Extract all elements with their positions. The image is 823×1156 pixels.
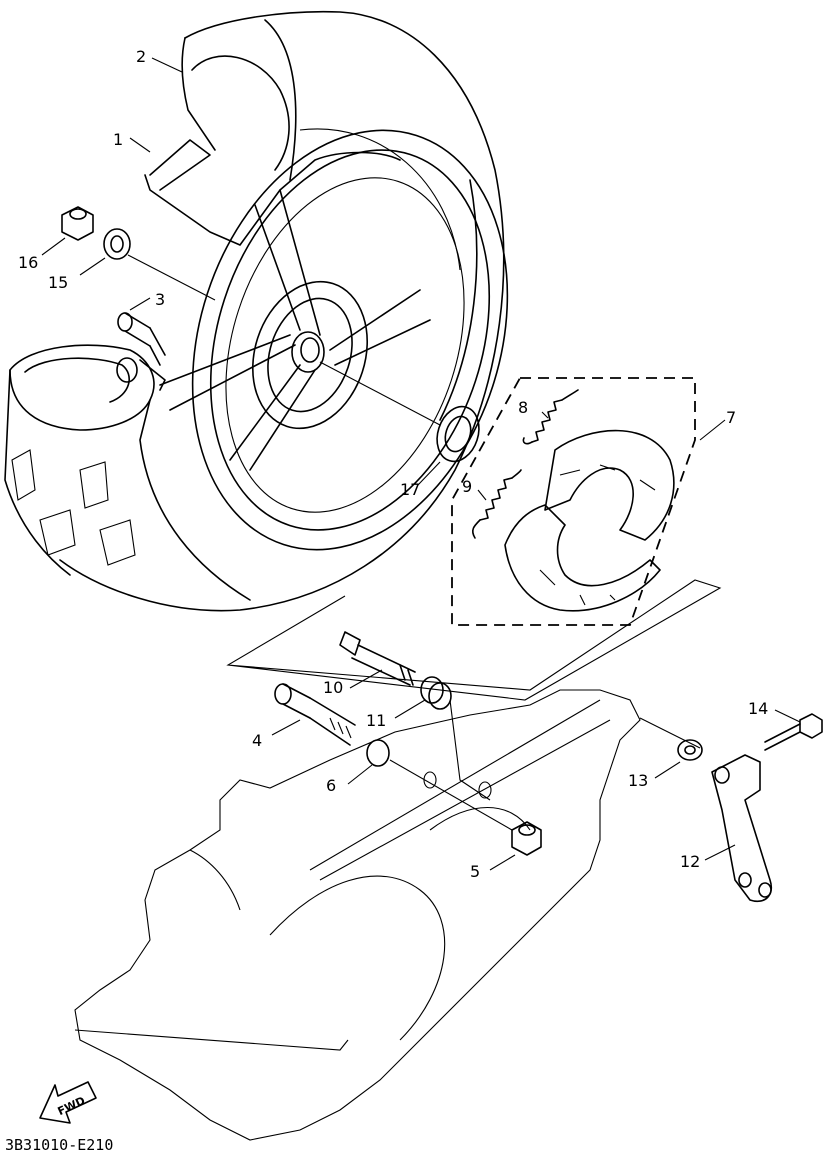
leader-lines [41,57,801,871]
part-13-washer [677,739,703,761]
callout-12: 12 [680,852,700,871]
brake-shoe-kit-box [451,377,696,626]
callout-4: 4 [252,731,262,750]
diagram-code: 3B31010-E210 [5,1136,113,1154]
rear-wheel-rim [144,129,509,551]
callout-9: 9 [462,477,472,496]
callout-16: 16 [18,253,38,272]
part-17-seal [436,405,480,463]
callout-6: 6 [326,776,336,795]
arm-guide-line [639,717,701,749]
callout-11: 11 [366,711,386,730]
callout-1: 1 [113,130,123,149]
callout-3: 3 [155,290,165,309]
part-11-o-ring [420,676,452,710]
callout-17: 17 [400,480,420,499]
brake-drum-hub [4,344,251,601]
part-4-shaft [274,683,356,746]
fwd-arrow-icon: FWD [39,1081,97,1124]
part-15-washer [103,228,131,260]
callout-15: 15 [48,273,68,292]
callout-5: 5 [470,862,480,881]
shaft-guide-line [389,759,513,831]
callout-2: 2 [136,47,146,66]
fwd-label: FWD [56,1094,88,1118]
part-9-spring [472,469,522,539]
callout-13: 13 [628,771,648,790]
callout-8: 8 [518,398,528,417]
part-12-brake-arm [711,754,772,902]
callout-10: 10 [323,678,343,697]
axle-guide-line [319,361,441,426]
part-5-nut [511,821,542,856]
part-8-spring [522,389,579,445]
part-14-bolt [764,713,823,751]
callout-7: 7 [726,408,736,427]
rear-tire [59,10,505,612]
camshaft-group-outline [226,579,722,701]
axle-guide-line-upper [127,254,216,301]
part-10-camshaft [339,631,416,686]
part-3-bolt [117,312,166,366]
callout-14: 14 [748,699,768,718]
brake-shoes [504,429,675,612]
part-6-o-ring [366,739,390,767]
part-16-nut [61,206,94,241]
transmission-case [74,689,641,1141]
